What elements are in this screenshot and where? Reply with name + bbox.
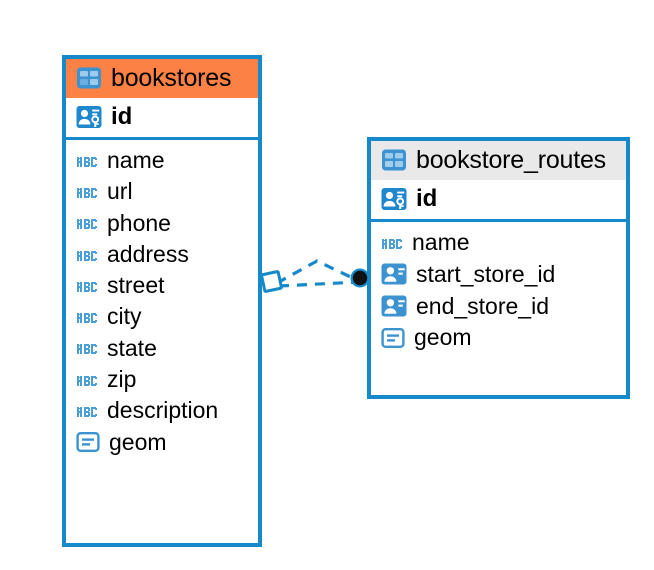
entity-bookstores[interactable]: bookstores id xyxy=(62,55,262,547)
field-row[interactable]: state xyxy=(66,333,258,364)
entity-header-bookstore-routes[interactable]: bookstore_routes xyxy=(371,141,626,180)
field-label: description xyxy=(107,397,219,424)
entity-header-bookstores[interactable]: bookstores xyxy=(66,59,258,98)
field-row[interactable]: address xyxy=(66,239,258,270)
field-row[interactable]: zip xyxy=(66,364,258,395)
entity-primary-key-row[interactable]: id xyxy=(371,180,626,222)
primary-key-icon xyxy=(76,104,102,130)
abc-text-icon xyxy=(76,246,98,264)
primary-key-label: id xyxy=(111,103,133,130)
field-label: end_store_id xyxy=(416,292,549,319)
geometry-icon xyxy=(381,326,405,350)
field-row[interactable]: geom xyxy=(66,427,258,458)
relationship-line-lower xyxy=(278,280,360,288)
abc-text-icon xyxy=(76,214,98,232)
field-label: phone xyxy=(107,209,171,236)
field-label: url xyxy=(107,178,133,205)
geometry-icon xyxy=(76,430,100,454)
primary-key-label: id xyxy=(416,185,438,212)
diamond-outline-marker xyxy=(260,270,283,293)
abc-text-icon xyxy=(76,402,98,420)
entity-bookstore-routes[interactable]: bookstore_routes id xyxy=(367,137,630,399)
entity-title: bookstores xyxy=(111,63,232,92)
abc-text-icon xyxy=(76,308,98,326)
primary-key-icon xyxy=(381,186,407,212)
field-row[interactable]: name xyxy=(371,227,626,258)
field-label: name xyxy=(412,229,470,255)
field-label: street xyxy=(107,272,165,299)
foreign-key-icon xyxy=(381,293,407,319)
abc-text-icon xyxy=(381,234,403,252)
field-row[interactable]: name xyxy=(66,145,258,176)
field-row[interactable]: description xyxy=(66,395,258,426)
abc-text-icon xyxy=(76,152,98,170)
field-label: geom xyxy=(414,324,472,351)
field-label: city xyxy=(107,303,142,330)
entity-primary-key-row[interactable]: id xyxy=(66,98,258,140)
field-row[interactable]: geom xyxy=(371,322,626,353)
table-icon xyxy=(76,65,102,91)
field-label: address xyxy=(107,240,189,267)
abc-text-icon xyxy=(76,277,98,295)
field-row[interactable]: street xyxy=(66,270,258,301)
field-label: zip xyxy=(107,366,137,393)
abc-text-icon xyxy=(76,339,98,357)
field-label: geom xyxy=(109,428,167,455)
relationship-connector[interactable] xyxy=(255,245,380,310)
abc-text-icon xyxy=(76,371,98,389)
field-label: start_store_id xyxy=(416,260,556,287)
field-label: state xyxy=(107,334,157,361)
field-label: name xyxy=(107,147,165,173)
field-row[interactable]: url xyxy=(66,176,258,207)
entity-title: bookstore_routes xyxy=(416,145,606,174)
entity-fields-bookstores: name url xyxy=(66,140,258,464)
field-row[interactable]: start_store_id xyxy=(371,258,626,290)
field-row[interactable]: end_store_id xyxy=(371,290,626,322)
field-row[interactable]: phone xyxy=(66,208,258,239)
entity-fields-bookstore-routes: name start_store_id xyxy=(371,222,626,360)
foreign-key-icon xyxy=(381,261,407,287)
abc-text-icon xyxy=(76,183,98,201)
table-icon xyxy=(381,147,407,173)
field-row[interactable]: city xyxy=(66,301,258,332)
relationship-line-upper xyxy=(276,259,360,285)
